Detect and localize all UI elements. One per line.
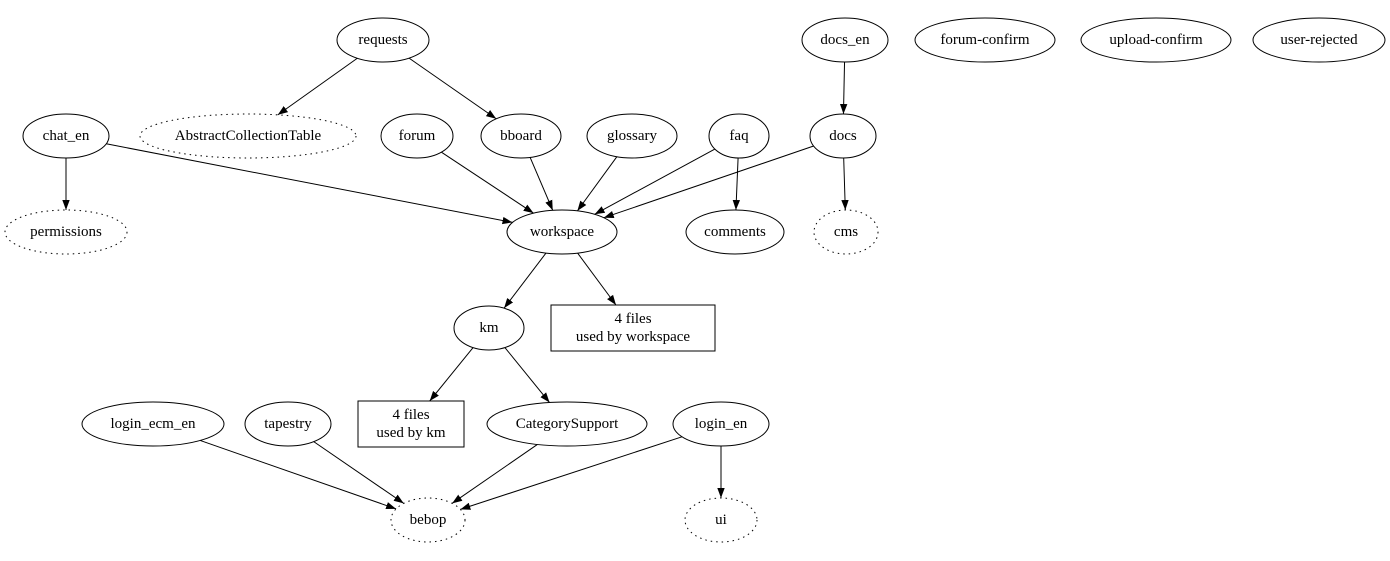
edge-workspace-to-km — [503, 252, 547, 309]
node-user-rejected: user-rejected — [1252, 17, 1386, 63]
node-ui: ui — [684, 497, 758, 543]
edge-forum-to-workspace — [441, 151, 534, 214]
node-label-docs_en: docs_en — [820, 32, 870, 48]
node-label-user-rejected: user-rejected — [1280, 32, 1358, 48]
edge-glossary-to-workspace — [576, 156, 618, 212]
node-login_ecm_en: login_ecm_en — [81, 401, 225, 447]
edge-chat_en-to-workspace — [106, 143, 513, 225]
node-label-forum-confirm: forum-confirm — [940, 32, 1029, 48]
node-login_en: login_en — [672, 401, 770, 447]
node-label-bebop: bebop — [410, 512, 447, 528]
node-shape-workspace — [506, 209, 618, 255]
node-shape-ui — [684, 497, 758, 543]
node-forum: forum — [380, 113, 454, 159]
node-shape-user-rejected — [1252, 17, 1386, 63]
nodes-layer: requests docs_en forum-confirm upload-confi… — [4, 17, 1386, 543]
node-label-km: km — [479, 320, 499, 336]
edge-km-to-files_km — [429, 347, 474, 402]
node-shape-cms — [813, 209, 879, 255]
node-glossary: glossary — [586, 113, 678, 159]
node-tapestry: tapestry — [244, 401, 332, 447]
edge-requests-to-bboard — [408, 57, 497, 120]
node-shape-glossary — [586, 113, 678, 159]
edge-tapestry-to-bebop — [313, 441, 405, 504]
node-CategorySupport: CategorySupport — [486, 401, 648, 447]
node-label-ui: ui — [715, 512, 727, 528]
node-shape-CategorySupport — [486, 401, 648, 447]
node-label-login_ecm_en: login_ecm_en — [111, 416, 196, 432]
node-chat_en: chat_en — [22, 113, 110, 159]
node-files_workspace: 4 files used by workspace — [550, 304, 716, 352]
node-forum-confirm: forum-confirm — [914, 17, 1056, 63]
node-comments: comments — [685, 209, 785, 255]
node-shape-upload-confirm — [1080, 17, 1232, 63]
node-shape-bboard — [480, 113, 562, 159]
edge-requests-to-AbstractCollectionTable — [277, 57, 358, 116]
node-shape-login_en — [672, 401, 770, 447]
node-shape-chat_en — [22, 113, 110, 159]
node-label-upload-confirm: upload-confirm — [1109, 32, 1203, 48]
node-label-permissions: permissions — [30, 224, 102, 240]
node-docs_en: docs_en — [801, 17, 889, 63]
node-shape-forum-confirm — [914, 17, 1056, 63]
node-label-glossary: glossary — [607, 128, 657, 144]
node-files_km: 4 files used by km — [357, 400, 465, 448]
node-AbstractCollectionTable: AbstractCollectionTable — [139, 113, 357, 159]
node-label-chat_en: chat_en — [43, 128, 90, 144]
node-km: km — [453, 305, 525, 351]
edge-login_ecm_en-to-bebop — [199, 439, 397, 510]
node-shape-km — [453, 305, 525, 351]
node-shape-docs_en — [801, 17, 889, 63]
node-bebop: bebop — [390, 497, 466, 543]
node-shape-permissions — [4, 209, 128, 255]
node-label-workspace: workspace — [530, 224, 594, 240]
node-docs: docs — [809, 113, 877, 159]
edge-docs-to-workspace — [603, 145, 814, 219]
node-shape-bebop — [390, 497, 466, 543]
edge-km-to-CategorySupport — [504, 347, 550, 403]
node-shape-faq — [708, 113, 770, 159]
node-label-login_en: login_en — [695, 416, 748, 432]
edge-bboard-to-workspace — [529, 157, 554, 211]
node-label-files_workspace-line1: used by workspace — [576, 329, 690, 345]
node-shape-AbstractCollectionTable — [139, 113, 357, 159]
node-label-faq: faq — [729, 128, 749, 144]
node-label-requests: requests — [358, 32, 407, 48]
node-upload-confirm: upload-confirm — [1080, 17, 1232, 63]
node-shape-files_workspace — [550, 304, 716, 352]
node-label-docs: docs — [829, 128, 857, 144]
node-bboard: bboard — [480, 113, 562, 159]
node-cms: cms — [813, 209, 879, 255]
node-workspace: workspace — [506, 209, 618, 255]
node-label-CategorySupport: CategorySupport — [516, 416, 619, 432]
node-label-forum: forum — [399, 128, 436, 144]
node-permissions: permissions — [4, 209, 128, 255]
node-label-AbstractCollectionTable: AbstractCollectionTable — [175, 128, 322, 144]
node-label-bboard: bboard — [500, 128, 542, 144]
edge-docs_en-to-docs — [839, 61, 848, 115]
edge-docs-to-cms — [841, 157, 849, 211]
node-faq: faq — [708, 113, 770, 159]
node-shape-tapestry — [244, 401, 332, 447]
node-label-cms: cms — [834, 224, 858, 240]
node-label-files_workspace-line0: 4 files — [614, 311, 651, 327]
node-label-tapestry: tapestry — [264, 416, 312, 432]
node-shape-requests — [336, 17, 430, 63]
edge-faq-to-workspace — [594, 148, 716, 215]
node-label-comments: comments — [704, 224, 766, 240]
edge-CategorySupport-to-bebop — [451, 444, 538, 504]
node-requests: requests — [336, 17, 430, 63]
node-shape-comments — [685, 209, 785, 255]
node-shape-login_ecm_en — [81, 401, 225, 447]
edge-login_en-to-bebop — [460, 436, 683, 510]
edges-layer — [62, 57, 849, 510]
node-label-files_km-line1: used by km — [376, 425, 445, 441]
edge-faq-to-comments — [732, 157, 741, 211]
node-shape-docs — [809, 113, 877, 159]
edge-workspace-to-files_workspace — [577, 252, 617, 306]
node-shape-files_km — [357, 400, 465, 448]
node-label-files_km-line0: 4 files — [392, 407, 429, 423]
node-shape-forum — [380, 113, 454, 159]
